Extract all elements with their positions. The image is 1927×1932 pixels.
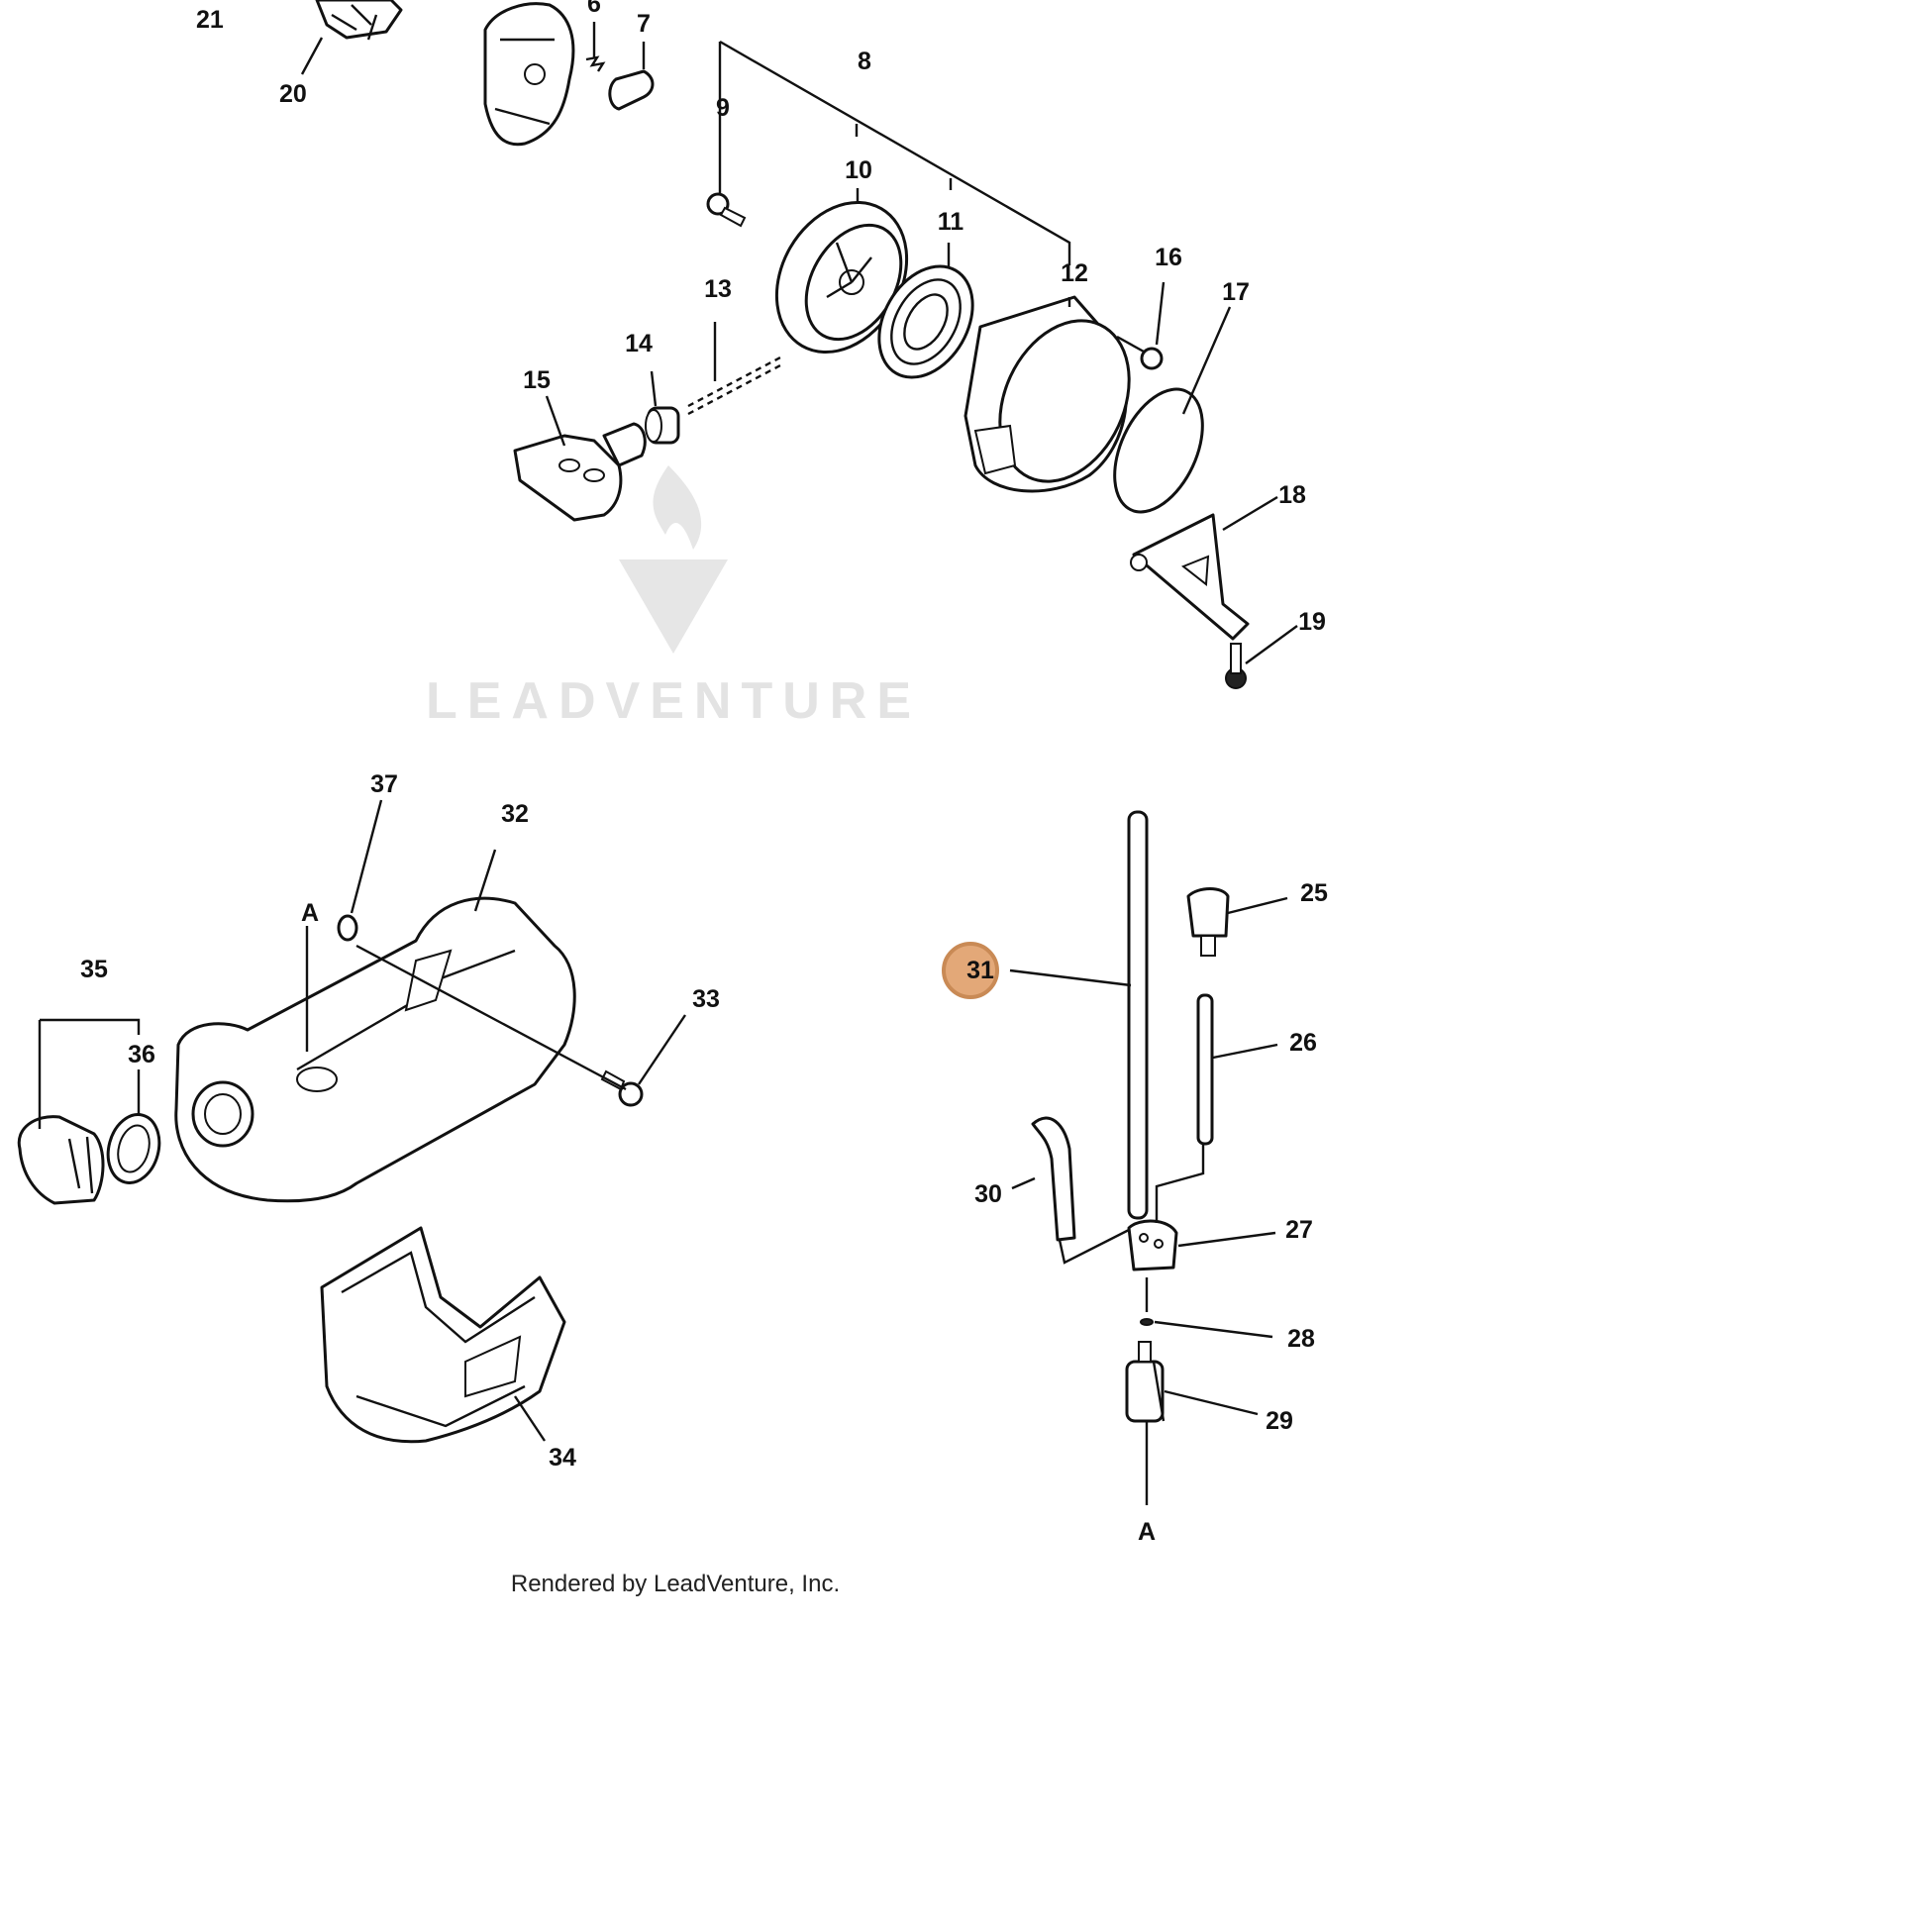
part-fuel-cap-35 [17,1115,105,1205]
label-32[interactable]: 32 [501,800,529,828]
part-weight-7 [608,69,655,111]
label-19[interactable]: 19 [1298,608,1326,636]
ref-a-tank[interactable]: A [301,899,319,927]
ref-a-filter[interactable]: A [1138,1518,1156,1546]
leader-lines [38,22,1298,1505]
part-fan-20 [315,0,403,41]
label-25[interactable]: 25 [1300,879,1328,907]
label-9[interactable]: 9 [716,94,730,122]
label-17[interactable]: 17 [1222,278,1250,306]
part-bolt-16 [1116,335,1164,370]
part-screw-9 [706,192,747,228]
label-8[interactable]: 8 [858,48,871,75]
part-primer-25 [1186,887,1230,957]
part-return-line-26 [1196,993,1214,1146]
part-bushing-14 [645,406,680,445]
label-29[interactable]: 29 [1266,1407,1293,1435]
leadventure-watermark: LEADVENTURE [426,465,921,730]
part-starter-case-12 [964,295,1131,493]
label-6[interactable]: 6 [587,0,601,18]
part-handle-15 [513,422,647,522]
part-tank-bracket-34 [320,1226,566,1444]
part-gasket-36 [106,1113,161,1184]
part-bolt-19 [1225,643,1247,689]
label-10[interactable]: 10 [845,156,872,184]
part-bracket-18 [1130,513,1250,641]
label-12[interactable]: 12 [1061,259,1088,287]
part-grommet-37 [337,914,358,942]
part-clutch [483,2,575,147]
label-27[interactable]: 27 [1285,1216,1313,1244]
label-21[interactable]: 21 [196,6,224,34]
label-34[interactable]: 34 [549,1444,576,1472]
part-rope-13 [687,355,783,416]
label-28[interactable]: 28 [1287,1325,1315,1353]
label-26[interactable]: 26 [1289,1029,1317,1057]
label-37[interactable]: 37 [370,770,398,798]
label-18[interactable]: 18 [1278,481,1306,509]
label-30[interactable]: 30 [974,1180,1002,1208]
label-7[interactable]: 7 [637,10,651,38]
label-13[interactable]: 13 [704,275,732,303]
part-fuel-hose-30 [1031,1116,1076,1242]
label-14[interactable]: 14 [625,330,653,357]
highlight-marker[interactable] [942,942,999,999]
callout-labels: 21 20 6 7 8 9 10 11 12 13 14 15 16 17 18… [80,0,1328,1546]
part-clip-28 [1140,1318,1154,1326]
part-grommet-27 [1127,1219,1178,1271]
watermark-text: LEADVENTURE [426,672,921,730]
label-11[interactable]: 11 [938,208,964,236]
label-33[interactable]: 33 [692,985,720,1013]
credit-text: Rendered by LeadVenture, Inc. [511,1571,840,1597]
part-fuel-filter-29 [1125,1341,1166,1423]
label-20[interactable]: 20 [279,80,307,108]
label-35[interactable]: 35 [80,956,108,983]
part-spring-11 [877,264,974,379]
label-36[interactable]: 36 [128,1041,155,1068]
part-fuel-tank-32 [174,896,576,1203]
part-spring-6 [585,55,606,72]
label-15[interactable]: 15 [523,366,551,394]
part-oring-17 [1113,387,1204,514]
part-fuel-line-31 [1127,810,1149,1220]
part-bolt-33 [600,1069,644,1107]
label-16[interactable]: 16 [1155,244,1182,271]
label-31[interactable]: 31 [966,957,994,984]
flame-logo-icon [653,465,702,550]
v-logo-icon [619,559,728,654]
